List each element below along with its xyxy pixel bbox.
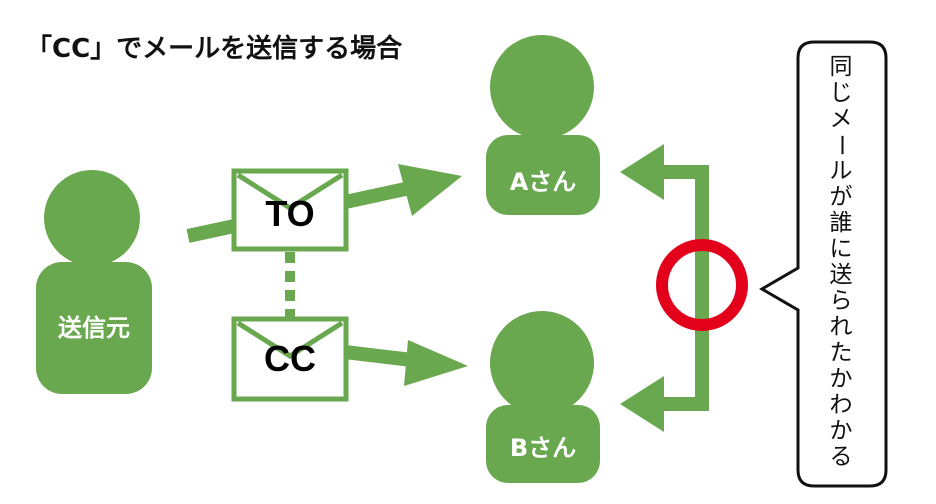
sender-label: 送信元 xyxy=(58,314,130,342)
arrow-cc-b-head xyxy=(404,340,468,386)
bracket-arrows xyxy=(620,144,709,432)
arrow-cc-b xyxy=(344,340,468,386)
arrow-to-a-head xyxy=(398,164,462,216)
callout-char: 同 xyxy=(829,54,853,80)
recipient-b-body xyxy=(486,405,600,483)
to-envelope xyxy=(231,168,349,252)
callout-char: ー xyxy=(828,133,854,157)
callout-char: が xyxy=(829,184,853,210)
arrow-cc-b-shaft xyxy=(344,345,413,367)
recipient-a-head xyxy=(490,35,594,139)
callout-char: メ xyxy=(829,106,853,132)
callout-text: 同じメールが誰に送られたかわかる xyxy=(815,54,867,474)
recipient-a-label: Aさん xyxy=(509,168,577,196)
callout-char: 送 xyxy=(829,262,853,288)
callout-char: た xyxy=(829,340,853,366)
callout-char: る xyxy=(829,444,853,470)
bracket-arrow-up-head xyxy=(620,144,664,200)
callout-char: か xyxy=(829,366,853,392)
bracket-arrow-down-head xyxy=(620,376,664,432)
sender-body xyxy=(36,262,152,394)
callout-char: か xyxy=(829,418,853,444)
callout-char: に xyxy=(829,236,853,262)
cc-envelope-label: CC xyxy=(264,338,316,379)
callout-char: じ xyxy=(829,80,853,106)
cc-envelope xyxy=(231,316,349,402)
page-title: 「CC」でメールを送信する場合 xyxy=(26,34,403,64)
recipient-b-person xyxy=(486,311,600,483)
callout-char: ル xyxy=(829,158,853,184)
red-circle-mark-icon xyxy=(656,239,748,331)
recipient-a-person xyxy=(486,35,600,215)
sender-person xyxy=(36,170,152,394)
callout-char: ら xyxy=(829,288,853,314)
recipient-b-head xyxy=(490,311,594,415)
callout-char: れ xyxy=(829,314,853,340)
sender-head xyxy=(44,170,140,266)
to-envelope-flap xyxy=(236,172,344,211)
recipient-a-body xyxy=(486,135,600,215)
callout-char: わ xyxy=(829,392,853,418)
to-envelope-label: TO xyxy=(265,193,315,234)
recipient-b-label: Bさん xyxy=(509,434,577,462)
callout-bubble xyxy=(759,40,888,488)
callout-char: 誰 xyxy=(829,210,853,236)
cc-envelope-flap xyxy=(236,320,344,359)
